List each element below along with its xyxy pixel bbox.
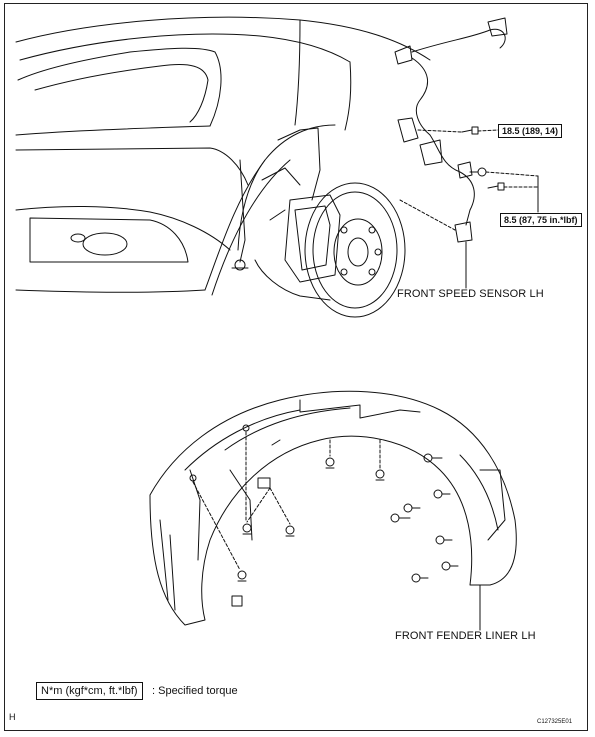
- fender-liner: [149, 390, 517, 626]
- clip-icon: [237, 570, 247, 582]
- screw-icon: [403, 503, 421, 513]
- screw-icon: [433, 489, 451, 499]
- bolt-icon: [487, 182, 505, 191]
- torque-spec-box: 8.5 (87, 75 in.*lbf): [500, 213, 582, 227]
- screw-icon: [441, 561, 459, 571]
- legend-units-box: N*m (kgf*cm, ft.*lbf): [36, 682, 143, 700]
- screw-icon: [390, 513, 411, 523]
- bolt-icon: [461, 126, 479, 135]
- sensor-label: FRONT SPEED SENSOR LH: [397, 288, 544, 300]
- brake-assembly: [231, 127, 406, 318]
- figure-frame: [4, 3, 588, 731]
- corner-letter: H: [9, 712, 16, 722]
- clip-icon: [231, 595, 243, 607]
- screw-icon: [423, 453, 443, 463]
- screw-icon: [411, 573, 429, 583]
- clip-icon: [242, 523, 252, 535]
- torque-spec-box: 18.5 (189, 14): [498, 124, 563, 138]
- figure-code: C127325E01: [537, 719, 573, 725]
- liner-label: FRONT FENDER LINER LH: [395, 630, 536, 642]
- screw-icon: [435, 535, 453, 545]
- sensor-harness: [394, 17, 508, 243]
- clip-icon: [325, 457, 335, 469]
- clip-icon: [285, 525, 295, 537]
- clip-icon: [375, 469, 385, 481]
- legend-description: : Specified torque: [152, 685, 238, 697]
